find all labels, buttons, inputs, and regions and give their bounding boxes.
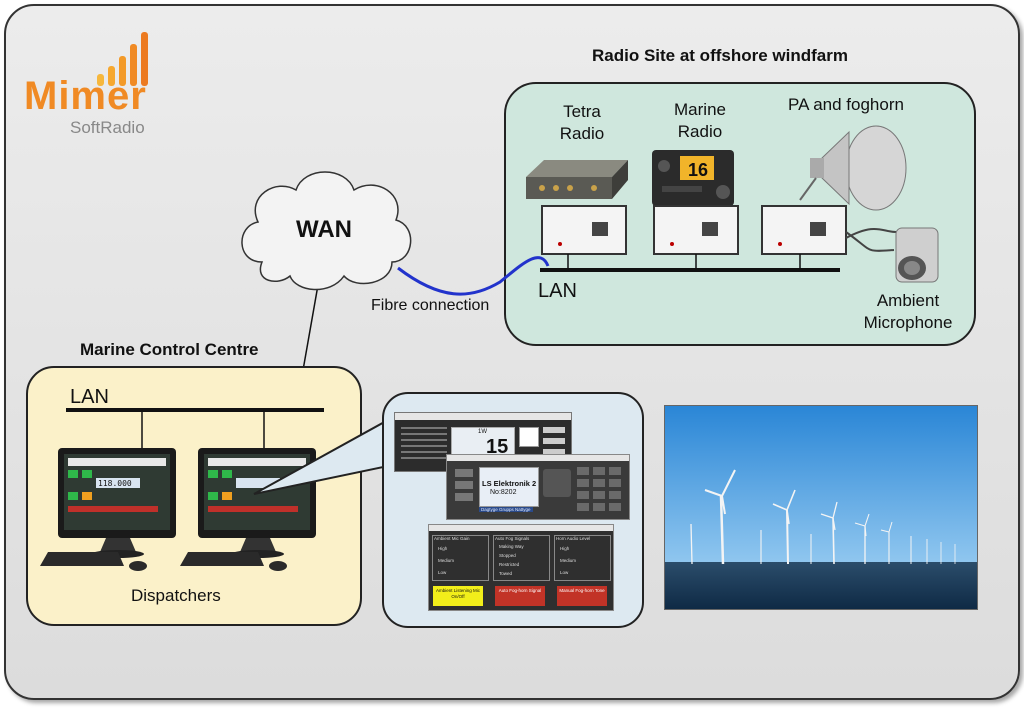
tetra-display-footer: Dagtyge Grupps Nattyge xyxy=(479,507,533,512)
fog-restricted-option[interactable]: Restricted xyxy=(499,562,520,567)
radio-site-lan-label: LAN xyxy=(538,280,577,302)
callout-join xyxy=(388,432,394,464)
wan-cloud-icon xyxy=(241,171,412,291)
mic-gain-medium-option[interactable]: Medium xyxy=(438,558,455,563)
tetra-radio-icon xyxy=(526,160,628,199)
horn-audio-level-group: Horn Audio Level High Medium Low xyxy=(554,535,611,581)
console-channel-number: 15 xyxy=(486,436,509,458)
auto-foghorn-signal-button[interactable]: Auto Fog-horn Signal xyxy=(495,586,545,606)
screen-frequency-readout-1: 118.000 xyxy=(98,479,132,488)
horn-level-low-option[interactable]: Low xyxy=(560,570,569,575)
console-channel-prefix: 1W xyxy=(478,429,487,435)
radio-site-title: Radio Site at offshore windfarm xyxy=(592,46,848,65)
wan-label: WAN xyxy=(296,216,352,243)
ambient-microphone-icon xyxy=(895,227,939,283)
tetra-display-line2: No:8202 xyxy=(490,489,517,496)
tetra-display-line1: LS Elektronik 2 xyxy=(482,479,537,488)
interface-box-3-icon xyxy=(761,205,847,255)
interface-box-2-icon xyxy=(653,205,739,255)
control-centre-lan-label: LAN xyxy=(70,386,109,408)
windfarm-scene xyxy=(665,406,977,609)
fog-stopped-option[interactable]: Stopped xyxy=(499,553,516,558)
ambient-mic-gain-group: Ambient Mic Gain High Medium Low xyxy=(432,535,489,581)
fog-making-way-option[interactable]: Making Way xyxy=(499,544,524,549)
marine-radio-icon: 16 xyxy=(652,150,734,206)
foghorn-control-window: Ambient Mic Gain High Medium Low Auto Fo… xyxy=(428,524,614,611)
tetra-console-window: LS Elektronik 2 No:8202 Dagtyge Grupps N… xyxy=(446,454,630,520)
fibre-connection-line xyxy=(397,256,550,296)
horn-level-medium-option[interactable]: Medium xyxy=(560,558,577,563)
brand-name: Mimer xyxy=(24,74,147,118)
mic-gain-high-option[interactable]: High xyxy=(438,546,448,551)
offshore-windfarm-photo xyxy=(664,405,978,610)
auto-fog-signals-group: Auto Fog Signals Making Way Stopped Rest… xyxy=(493,535,550,581)
brand-subtitle: SoftRadio xyxy=(70,118,145,137)
signal-bars-icon xyxy=(97,32,148,86)
marine-channel-readout: 16 xyxy=(688,160,708,180)
manual-foghorn-tone-button[interactable]: Manual Fog-horn Tone xyxy=(557,586,607,606)
ambient-listening-button[interactable]: Ambient Listening Mic On/Off xyxy=(433,586,483,606)
interface-box-1-icon xyxy=(541,205,627,255)
fog-towed-option[interactable]: Towed xyxy=(499,571,513,576)
pa-horn-icon xyxy=(799,125,907,211)
dispatchers-label: Dispatchers xyxy=(131,586,221,605)
pa-foghorn-label: PA and foghorn xyxy=(788,95,904,114)
fibre-connection-label: Fibre connection xyxy=(371,297,490,314)
dispatcher-monitor-1-icon xyxy=(40,448,176,571)
radio-site-equipment: 16 xyxy=(526,125,939,283)
control-centre-title: Marine Control Centre xyxy=(80,340,259,359)
horn-level-high-option[interactable]: High xyxy=(560,546,570,551)
mic-gain-low-option[interactable]: Low xyxy=(438,570,447,575)
mimer-logo: Mimer SoftRadio xyxy=(24,28,164,138)
